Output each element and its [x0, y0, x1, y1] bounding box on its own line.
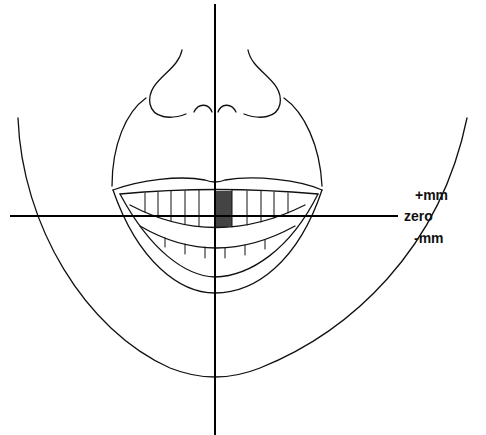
face-outline — [18, 118, 467, 377]
axis-label: +mm — [415, 187, 448, 203]
upper-lip — [113, 178, 322, 190]
cheek-fold-left — [112, 98, 146, 186]
lower-lip — [113, 190, 322, 293]
lower-teeth-edge — [140, 226, 295, 248]
cheek-fold-right — [284, 98, 322, 186]
nose-right-nostril — [218, 105, 236, 112]
nose-left-nostril — [194, 105, 212, 112]
axis-label: zero — [404, 208, 433, 224]
axis-label: -mm — [414, 230, 444, 246]
vertical-midline — [214, 4, 216, 435]
upper-teeth — [145, 190, 288, 227]
nose-left-ala — [150, 50, 186, 117]
nose-right-ala — [244, 50, 280, 117]
horizontal-zero-line — [10, 215, 398, 217]
dark-incisor — [216, 191, 232, 228]
